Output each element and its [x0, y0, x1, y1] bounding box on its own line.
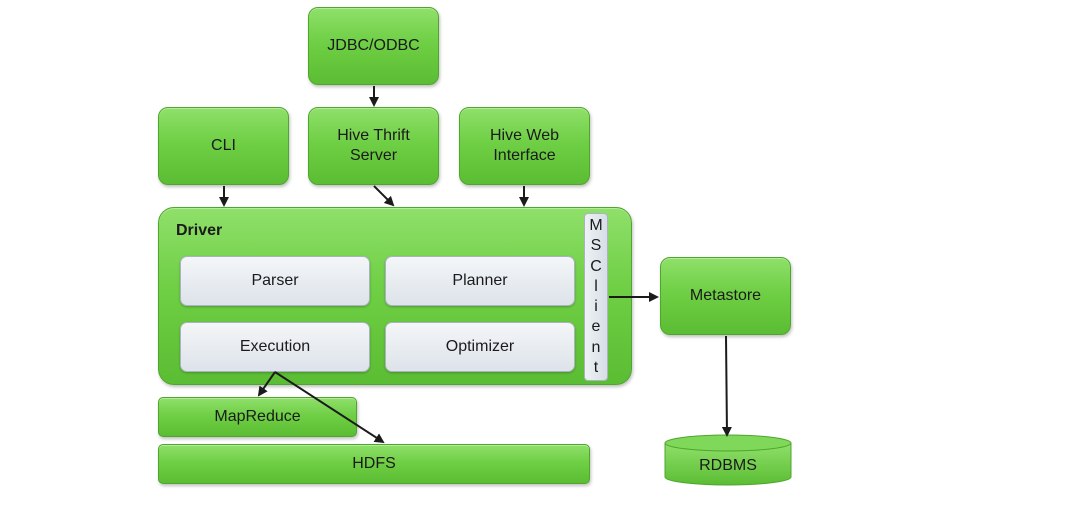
- planner-label: Planner: [452, 272, 508, 289]
- msclient-letter: C: [590, 257, 602, 275]
- arrow-thrift-to-driver: [373, 185, 395, 207]
- cli-node: CLI: [158, 107, 289, 185]
- planner-node: Planner: [385, 256, 575, 306]
- msclient-letter: t: [593, 358, 599, 376]
- hive-web-interface-label: Hive Web Interface: [489, 127, 560, 164]
- jdbc-odbc-label: JDBC/ODBC: [327, 37, 420, 54]
- parser-label: Parser: [251, 272, 299, 289]
- rdbms-label: RDBMS: [699, 457, 757, 474]
- parser-node: Parser: [180, 256, 370, 306]
- jdbc-odbc-node: JDBC/ODBC: [308, 7, 439, 85]
- msclient-letter: S: [590, 237, 602, 255]
- msclient-letter: l: [594, 277, 598, 295]
- arrow-metastore-to-rdbms: [721, 335, 732, 437]
- hdfs-node: HDFS: [158, 444, 590, 484]
- msclient-letter: e: [591, 318, 601, 336]
- arrow-execution-to-hdfs: [274, 371, 385, 444]
- hive-web-interface-node: Hive Web Interface: [459, 107, 590, 185]
- driver-label: Driver: [176, 222, 223, 239]
- hive-thrift-server-node: Hive Thrift Server: [308, 107, 439, 185]
- mapreduce-label: MapReduce: [214, 408, 301, 425]
- arrow-execution-to-mapreduce: [257, 371, 276, 397]
- optimizer-label: Optimizer: [445, 338, 515, 355]
- hdfs-label: HDFS: [352, 455, 396, 472]
- cli-label: CLI: [211, 137, 236, 154]
- execution-node: Execution: [180, 322, 370, 372]
- hive-thrift-server-label: Hive Thrift Server: [337, 127, 410, 164]
- metastore-node: Metastore: [660, 257, 791, 335]
- metastore-label: Metastore: [689, 287, 762, 304]
- msclient-letter: n: [591, 338, 601, 356]
- execution-label: Execution: [239, 338, 311, 355]
- optimizer-node: Optimizer: [385, 322, 575, 372]
- rdbms-cylinder-icon: [664, 434, 792, 486]
- msclient-letter: i: [594, 298, 598, 316]
- msclient-node: M S C l i e n t: [584, 213, 608, 381]
- msclient-letter: M: [589, 217, 603, 235]
